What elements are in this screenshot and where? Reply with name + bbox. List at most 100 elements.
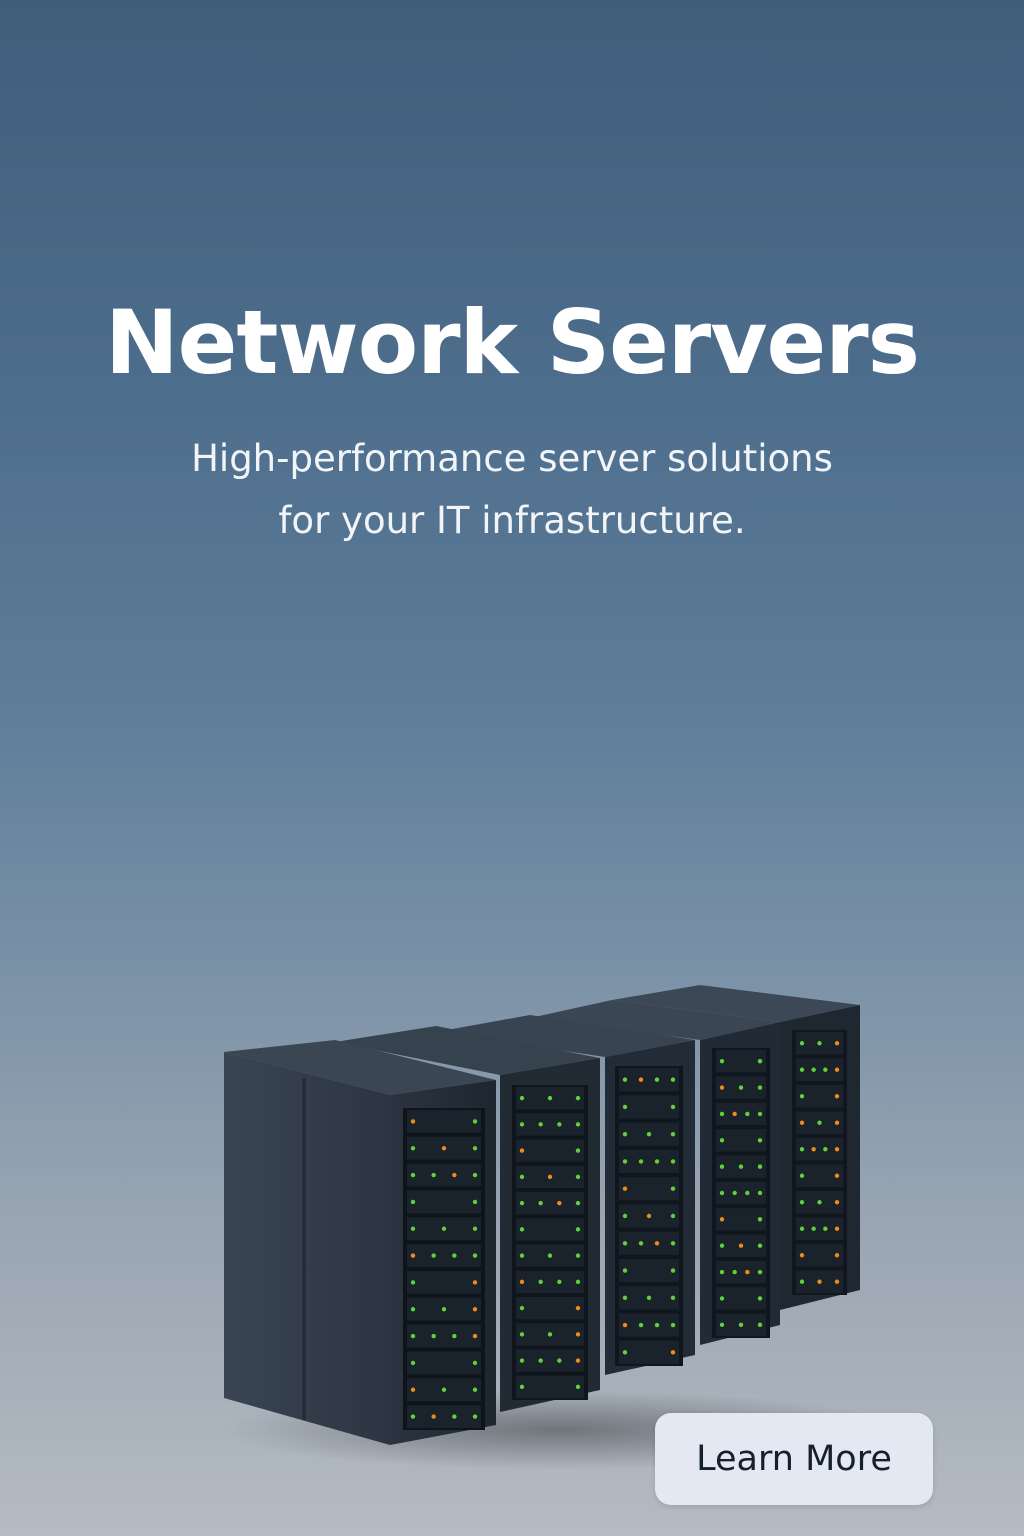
server-bay-slot	[796, 1085, 843, 1108]
server-bay-slot	[796, 1217, 843, 1240]
server-bay-slot	[619, 1177, 679, 1201]
status-led	[719, 1217, 725, 1222]
server-bay-slot	[516, 1270, 584, 1293]
server-bay-slot	[516, 1218, 584, 1241]
status-led	[719, 1296, 725, 1301]
status-led	[472, 1172, 478, 1178]
server-bay-slot	[619, 1258, 679, 1283]
status-led	[834, 1226, 840, 1231]
status-led	[519, 1227, 525, 1232]
status-led	[452, 1172, 457, 1178]
status-led	[622, 1077, 628, 1082]
status-led	[719, 1322, 725, 1328]
status-led	[811, 1147, 816, 1152]
status-led	[654, 1322, 660, 1328]
server-bay-slot	[516, 1139, 584, 1162]
status-led	[817, 1041, 822, 1046]
status-led	[410, 1307, 416, 1312]
status-led	[519, 1200, 525, 1206]
status-led	[557, 1122, 562, 1127]
status-led	[575, 1332, 581, 1337]
server-bay-slot	[716, 1208, 766, 1231]
status-led	[410, 1387, 416, 1392]
status-led	[745, 1269, 750, 1275]
status-led	[799, 1226, 805, 1231]
status-led	[547, 1174, 553, 1180]
status-led	[654, 1241, 660, 1246]
learn-more-button[interactable]: Learn More	[655, 1413, 933, 1505]
status-led	[757, 1269, 763, 1275]
status-led	[557, 1200, 562, 1206]
status-led	[472, 1146, 478, 1151]
status-led	[799, 1147, 805, 1152]
status-led	[670, 1268, 676, 1273]
server-bay-slot	[716, 1129, 766, 1152]
status-led	[799, 1253, 805, 1258]
status-led	[472, 1280, 478, 1285]
status-led	[410, 1226, 416, 1231]
server-bay-slot	[619, 1340, 679, 1364]
status-led	[431, 1333, 436, 1339]
status-led	[622, 1295, 628, 1301]
status-led	[538, 1358, 543, 1363]
status-led	[575, 1174, 581, 1180]
status-led	[575, 1148, 581, 1153]
server-bay-slot	[407, 1110, 481, 1133]
status-led	[547, 1095, 553, 1101]
status-led	[410, 1333, 416, 1339]
status-led	[670, 1241, 676, 1246]
status-led	[757, 1322, 763, 1328]
status-led	[811, 1067, 816, 1072]
status-led	[745, 1190, 750, 1196]
status-led	[654, 1159, 660, 1164]
status-led	[738, 1085, 744, 1090]
server-bay-slot	[407, 1324, 481, 1348]
status-led	[410, 1414, 416, 1419]
status-led	[575, 1253, 581, 1258]
server-bay-slot	[619, 1068, 679, 1092]
status-led	[757, 1085, 763, 1090]
status-led	[472, 1387, 478, 1392]
status-led	[670, 1213, 676, 1219]
status-led	[757, 1111, 763, 1117]
server-bay-slot	[407, 1271, 481, 1294]
status-led	[757, 1190, 763, 1196]
status-led	[622, 1186, 628, 1191]
status-led	[646, 1295, 652, 1301]
status-led	[519, 1148, 525, 1153]
server-bay-slot	[407, 1405, 481, 1428]
status-led	[834, 1253, 840, 1258]
status-led	[799, 1200, 805, 1205]
status-led	[638, 1322, 644, 1328]
status-led	[472, 1307, 478, 1312]
status-led	[670, 1295, 676, 1301]
server-bay-slot	[796, 1244, 843, 1267]
status-led	[834, 1094, 840, 1099]
status-led	[834, 1147, 840, 1152]
status-led	[719, 1269, 725, 1275]
status-led	[622, 1213, 628, 1219]
status-led	[834, 1120, 840, 1125]
status-led	[575, 1358, 581, 1363]
status-led	[472, 1414, 478, 1419]
status-led	[575, 1279, 581, 1285]
status-led	[834, 1173, 840, 1178]
status-led	[757, 1058, 763, 1064]
status-led	[670, 1186, 676, 1191]
status-led	[441, 1307, 447, 1312]
status-led	[410, 1172, 416, 1178]
status-led	[472, 1199, 478, 1205]
status-led	[519, 1253, 525, 1258]
status-led	[834, 1041, 840, 1046]
server-bay-slot	[716, 1181, 766, 1205]
status-led	[757, 1217, 763, 1222]
status-led	[719, 1190, 725, 1196]
status-led	[757, 1296, 763, 1301]
status-led	[410, 1360, 416, 1366]
status-led	[472, 1119, 478, 1124]
status-led	[519, 1305, 525, 1311]
status-led	[575, 1122, 581, 1127]
status-led	[799, 1041, 805, 1046]
server-bay-slot	[796, 1164, 843, 1187]
server-rack-icon	[220, 985, 900, 1470]
